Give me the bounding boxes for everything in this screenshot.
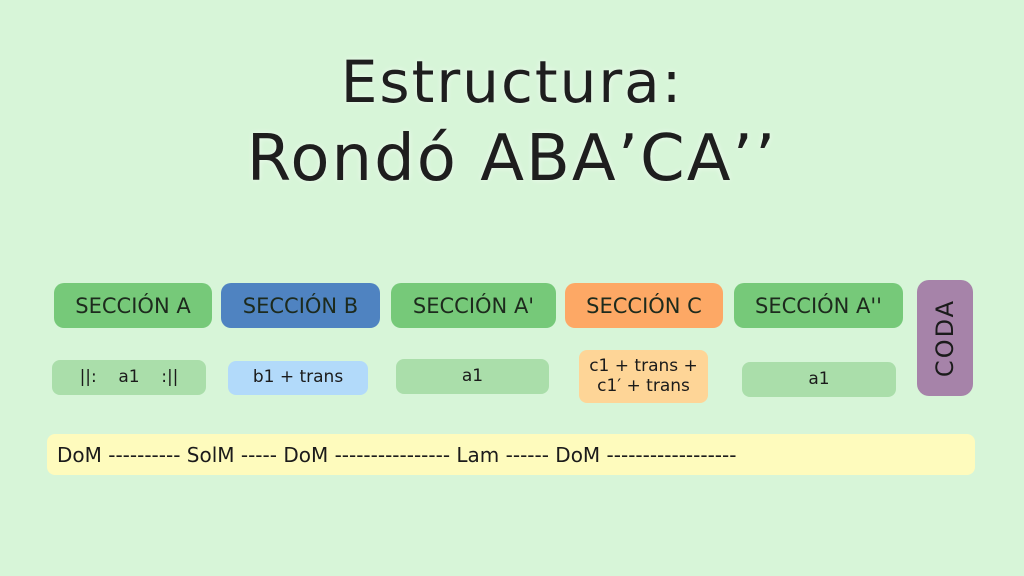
section-a-double-prime-label: SECCIÓN A''	[734, 283, 903, 328]
section-b-content: b1 + trans	[228, 361, 368, 395]
key-progression: DoM ---------- SolM ----- DoM ----------…	[47, 434, 975, 475]
section-b-label: SECCIÓN B	[221, 283, 380, 328]
section-a-label: SECCIÓN A	[54, 283, 212, 328]
section-a-prime-content: a1	[396, 359, 549, 394]
section-c-label: SECCIÓN C	[565, 283, 723, 328]
coda-label: CODA	[931, 298, 959, 378]
coda-block: CODA	[917, 280, 973, 396]
section-a-prime-label: SECCIÓN A'	[391, 283, 556, 328]
title-line-2: Rondó ABA’CA’’	[246, 122, 778, 196]
title-line-1: Estructura:	[340, 48, 684, 116]
section-a-content: ||: a1 :||	[52, 360, 206, 395]
section-c-content: c1 + trans + c1′ + trans	[579, 350, 708, 403]
section-a-double-prime-content: a1	[742, 362, 896, 397]
